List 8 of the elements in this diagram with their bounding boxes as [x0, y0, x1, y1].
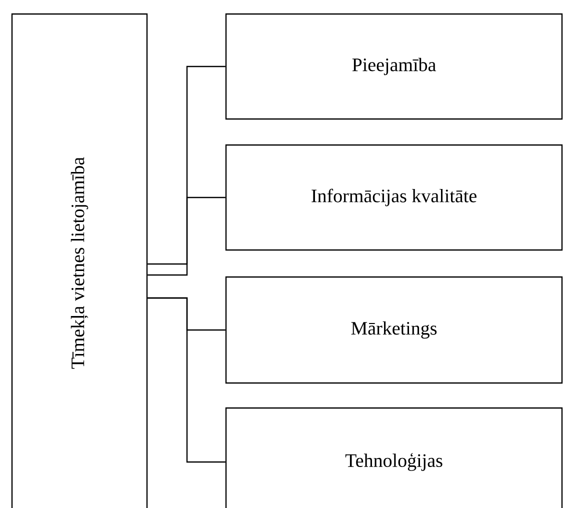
- box: Mārketings: [225, 276, 563, 384]
- box: Informācijas kvalitāte: [225, 144, 563, 251]
- box: Tīmekļa vietnes lietojamība: [11, 13, 148, 508]
- connector: [148, 297, 226, 463]
- connector: [148, 66, 226, 265]
- box: Tehnoloģijas: [225, 407, 563, 508]
- box: Pieejamība: [225, 13, 563, 120]
- connector: [148, 196, 226, 276]
